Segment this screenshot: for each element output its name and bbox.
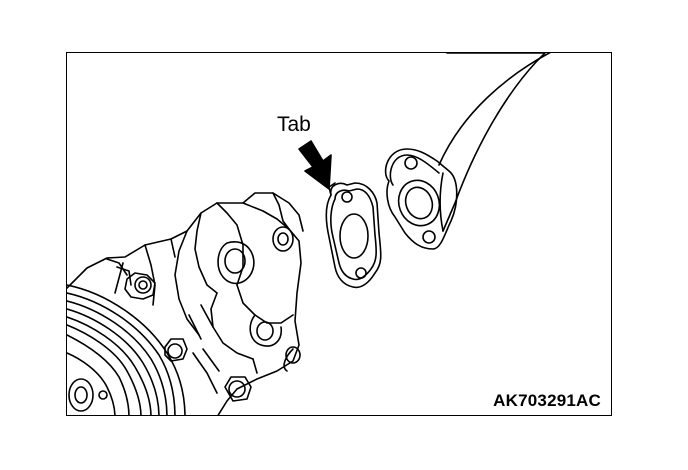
pulley [67, 258, 186, 415]
diagram-frame: Tab AK703291AC [66, 52, 612, 416]
tab-arrow [298, 140, 332, 190]
tab-label: Tab [277, 113, 311, 136]
pipe-flange [384, 148, 458, 250]
diagram-drawing [67, 53, 552, 415]
figure-id: AK703291AC [493, 391, 601, 410]
compressor-housing [67, 192, 304, 415]
gasket [325, 182, 382, 289]
